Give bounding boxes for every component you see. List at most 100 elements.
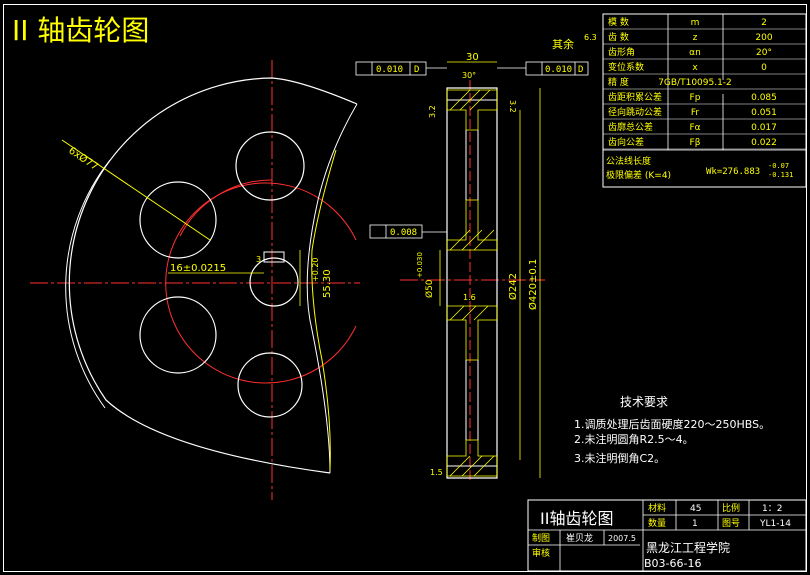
lightening-hole-1 [235, 131, 305, 201]
common-normal-dev-low: -0.131 [768, 171, 793, 179]
angle-dim: 30° [462, 71, 476, 80]
params-row-symbol: Fp [690, 93, 701, 103]
keyway-chamfer-note: 3 [256, 255, 261, 264]
tb-drawing-name: II轴齿轮图 [540, 509, 613, 528]
params-row-name: 齿距积累公差 [608, 91, 662, 103]
tech-item-2: 2.未注明圆角R2.5～4。 [574, 432, 694, 446]
common-normal-label-1: 公法线长度 [606, 155, 651, 167]
params-row-symbol: x [692, 63, 698, 73]
tol-box-mid: 0.008 [369, 224, 447, 239]
tb-drawn-label: 制图 [532, 532, 550, 544]
tb-scale-val: 1：2 [762, 504, 782, 514]
title-block: II轴齿轮图 材料 45 比例 1：2 数量 1 图号 YL1-14 制图 崔贝… [527, 499, 807, 572]
keyway-width-dim: 16±0.0215 [170, 263, 226, 274]
lightening-hole-2 [139, 181, 217, 259]
rim-dim: Ø242 [507, 273, 519, 300]
chamfer-bottom: 1.5 [430, 468, 443, 477]
keyway-depth-dim: 55.30 [322, 269, 333, 298]
tb-scale-label: 比例 [722, 502, 740, 514]
params-row-symbol: z [693, 33, 698, 43]
params-row-name: 精 度 [608, 76, 629, 88]
tol-top-right-value: 0.010 [545, 65, 572, 75]
tb-drawing-no-val: YL1-14 [759, 519, 791, 529]
params-row-value: 0.022 [751, 138, 777, 148]
tb-material-val: 45 [690, 504, 701, 514]
common-normal-label-2: 极限偏差 (K=4) [606, 169, 671, 181]
params-row-symbol: Fβ [690, 138, 701, 148]
tb-class-code: B03-66-16 [644, 557, 701, 570]
keyway-depth-tol: +0.20 [311, 257, 320, 282]
tb-drawing-no-label: 图号 [722, 518, 740, 529]
break-line-inner [311, 149, 337, 471]
params-row-value: 20° [756, 48, 772, 58]
tb-qty-val: 1 [692, 519, 698, 529]
tol-top-right-ref: D [578, 65, 583, 75]
tb-qty-label: 数量 [648, 517, 666, 529]
tol-box-top-right: 0.010 D [497, 61, 589, 76]
params-row-value: 0 [761, 63, 767, 73]
tech-requirements: 技术要求 1.调质处理后齿面硬度220～250HBS。 2.未注明圆角R2.5～… [574, 395, 770, 465]
tol-box-top-left: 0.010 D [355, 61, 447, 76]
params-row-name: 模 数 [608, 16, 629, 28]
bore-dim: Ø50 [424, 279, 435, 298]
roughness-main: 6.3 [584, 33, 597, 42]
params-row-value: 0.017 [751, 123, 777, 133]
drawing-border [3, 4, 807, 572]
tech-heading: 技术要求 [620, 395, 668, 409]
params-row-symbol: m [691, 18, 700, 28]
lightening-hole-4 [237, 352, 303, 418]
gear-outer-arc [68, 77, 358, 474]
section-view: 30 30° 0.010 D 0.010 D 0.008 3.2 3.2 [355, 52, 589, 480]
fillet-note: 1.6 [463, 293, 476, 302]
params-row-symbol: αn [689, 48, 701, 58]
section-outline [446, 87, 498, 479]
tol-mid-value: 0.008 [390, 228, 417, 238]
tech-item-1: 1.调质处理后齿面硬度220～250HBS。 [574, 417, 770, 431]
outer-dim: Ø420±0.1 [527, 259, 539, 310]
front-view: 6xØ77 16±0.0215 3 55.30 +0.20 [30, 60, 360, 500]
tb-review-label: 审核 [532, 547, 550, 559]
gear-rim-arc [65, 159, 111, 409]
break-line [306, 103, 358, 474]
bore-tol: +0.030 [416, 252, 424, 278]
section-hatch [446, 89, 498, 477]
tol-top-left-value: 0.010 [376, 65, 403, 75]
tb-date: 2007.5 [608, 534, 636, 543]
holes-leader [61, 139, 211, 241]
hole-pitch-circle [165, 182, 357, 384]
params-row-name: 变位系数 [608, 61, 644, 73]
params-row-name: 齿向公差 [608, 136, 644, 148]
params-row-name: 齿形角 [608, 46, 635, 58]
params-row-value: 2 [761, 18, 767, 28]
roughness-left: 3.2 [428, 105, 437, 118]
common-normal-dev-up: -0.07 [768, 162, 789, 170]
tech-item-3: 3.未注明倒角C2。 [574, 451, 665, 465]
hole-pitch-arc [179, 179, 273, 237]
params-row-symbol: Fα [689, 123, 700, 133]
params-row-value: 0.051 [751, 108, 777, 118]
holes-dimension: 6xØ77 [66, 145, 100, 173]
tb-drawn-name: 崔贝龙 [566, 532, 593, 544]
drawing-title: II 轴齿轮图 [12, 14, 149, 47]
tb-school: 黑龙江工程学院 [646, 540, 730, 555]
tol-top-left-ref: D [414, 65, 419, 75]
hub-bore [249, 257, 299, 307]
params-row-symbol: Fr [691, 108, 700, 118]
params-row-name: 径向跳动公差 [608, 106, 662, 118]
params-row-value: 0.085 [751, 93, 777, 103]
params-row-name: 齿廓总公差 [608, 121, 653, 133]
params-row-name: 齿 数 [608, 31, 629, 43]
params-table: 模 数 m 2 齿 数 z 200 齿形角 αn 20° 变位系数 x 0 精 度 7GB/T10095.… [602, 13, 807, 188]
keyway [263, 251, 285, 263]
width-dim: 30 [466, 52, 479, 63]
surface-note: 其余 [552, 37, 574, 51]
params-row-value: 200 [755, 33, 772, 43]
lightening-hole-3 [139, 296, 217, 374]
common-normal-value: Wk=276.883 [706, 167, 760, 177]
params-row-symbol: 7GB/T10095.1-2 [658, 78, 732, 88]
roughness-right: 3.2 [508, 100, 517, 113]
tb-material-label: 材料 [648, 502, 666, 514]
params-rows: 模 数 m 2 齿 数 z 200 齿形角 αn 20° 变位系数 x 0 精 度 7GB/T10095.… [603, 16, 806, 150]
